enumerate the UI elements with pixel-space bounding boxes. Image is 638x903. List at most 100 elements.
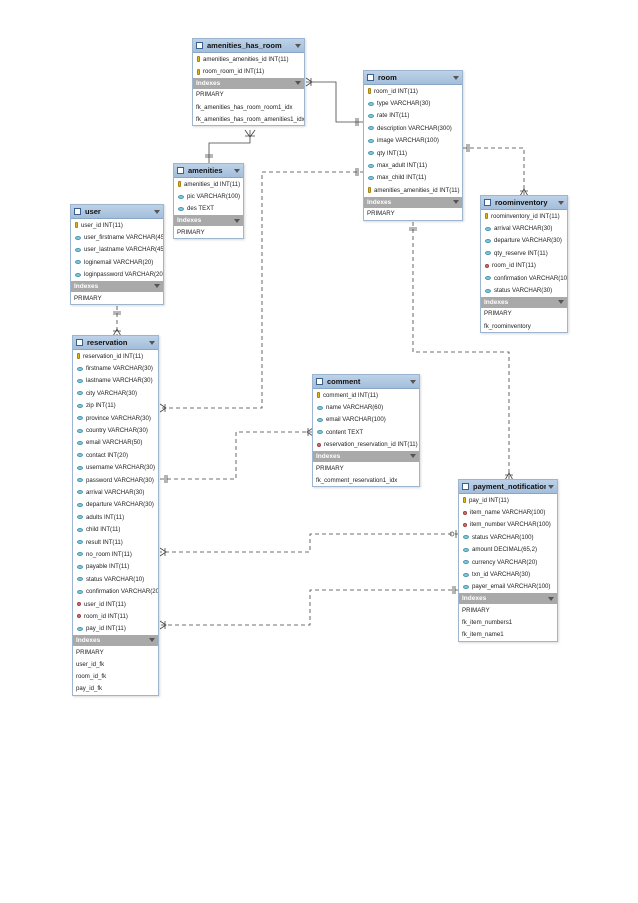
column-row[interactable]: item_number VARCHAR(100) xyxy=(459,519,557,531)
indexes-header[interactable]: Indexes xyxy=(364,196,462,208)
index-row[interactable]: fk_roominventory xyxy=(481,320,567,332)
column-row[interactable]: lastname VARCHAR(30) xyxy=(73,375,158,387)
index-row[interactable]: fk_item_name1 xyxy=(459,629,557,641)
index-row[interactable]: room_id_fk xyxy=(73,670,158,682)
collapse-arrow-icon[interactable] xyxy=(548,596,554,601)
collapse-arrow-icon[interactable] xyxy=(558,300,564,305)
column-row[interactable]: description VARCHAR(300) xyxy=(364,122,462,134)
collapse-arrow-icon[interactable] xyxy=(234,218,240,223)
column-row[interactable]: pay_id INT(11) xyxy=(459,494,557,506)
index-row[interactable]: PRIMARY xyxy=(73,646,158,658)
column-row[interactable]: txn_id VARCHAR(30) xyxy=(459,568,557,580)
column-row[interactable]: pic VARCHAR(100) xyxy=(174,190,243,202)
column-row[interactable]: country VARCHAR(30) xyxy=(73,424,158,436)
index-row[interactable]: fk_amenities_has_room_room1_idx xyxy=(193,101,304,113)
collapse-arrow-icon[interactable] xyxy=(149,340,155,345)
column-row[interactable]: rate INT(11) xyxy=(364,110,462,122)
column-row[interactable]: user_firstname VARCHAR(45) xyxy=(71,231,163,243)
column-row[interactable]: content TEXT xyxy=(313,426,419,438)
column-row[interactable]: room_room_id INT(11) xyxy=(193,65,304,77)
column-row[interactable]: type VARCHAR(30) xyxy=(364,97,462,109)
column-row[interactable]: confirmation VARCHAR(10) xyxy=(481,272,567,284)
column-row[interactable]: adults INT(11) xyxy=(73,511,158,523)
column-row[interactable]: reservation_id INT(11) xyxy=(73,350,158,362)
column-row[interactable]: province VARCHAR(30) xyxy=(73,412,158,424)
index-row[interactable]: PRIMARY xyxy=(364,208,462,220)
column-row[interactable]: confirmation VARCHAR(20) xyxy=(73,585,158,597)
indexes-header[interactable]: Indexes xyxy=(459,593,557,605)
collapse-arrow-icon[interactable] xyxy=(548,484,554,489)
index-row[interactable]: PRIMARY xyxy=(459,604,557,616)
collapse-arrow-icon[interactable] xyxy=(558,200,564,205)
column-row[interactable]: departure VARCHAR(30) xyxy=(73,499,158,511)
column-row[interactable]: item_name VARCHAR(100) xyxy=(459,506,557,518)
table-header[interactable]: payment_notification xyxy=(459,480,557,494)
index-row[interactable]: fk_amenities_has_room_amenities1_idx xyxy=(193,113,304,125)
column-row[interactable]: room_id INT(11) xyxy=(481,260,567,272)
column-row[interactable]: payer_email VARCHAR(100) xyxy=(459,581,557,593)
index-row[interactable]: PRIMARY xyxy=(313,462,419,474)
table-header[interactable]: user xyxy=(71,205,163,219)
index-row[interactable]: PRIMARY xyxy=(193,89,304,101)
column-row[interactable]: currency VARCHAR(20) xyxy=(459,556,557,568)
column-row[interactable]: amenities_amenities_id INT(11) xyxy=(193,53,304,65)
table-header[interactable]: reservation xyxy=(73,336,158,350)
column-row[interactable]: username VARCHAR(30) xyxy=(73,462,158,474)
index-row[interactable]: user_id_fk xyxy=(73,658,158,670)
table-header[interactable]: amenities xyxy=(174,164,243,178)
column-row[interactable]: amount DECIMAL(65,2) xyxy=(459,544,557,556)
column-row[interactable]: roominventory_id INT(11) xyxy=(481,210,567,222)
collapse-arrow-icon[interactable] xyxy=(410,379,416,384)
collapse-arrow-icon[interactable] xyxy=(453,75,459,80)
column-row[interactable]: no_room INT(11) xyxy=(73,548,158,560)
collapse-arrow-icon[interactable] xyxy=(410,454,416,459)
table-header[interactable]: amenities_has_room xyxy=(193,39,304,53)
index-row[interactable]: PRIMARY xyxy=(71,292,163,304)
index-row[interactable]: fk_comment_reservation1_idx xyxy=(313,474,419,486)
column-row[interactable]: email VARCHAR(100) xyxy=(313,414,419,426)
collapse-arrow-icon[interactable] xyxy=(453,200,459,205)
collapse-arrow-icon[interactable] xyxy=(295,43,301,48)
collapse-arrow-icon[interactable] xyxy=(154,209,160,214)
column-row[interactable]: amenities_amenities_id INT(11) xyxy=(364,184,462,196)
column-row[interactable]: name VARCHAR(60) xyxy=(313,401,419,413)
column-row[interactable]: arrival VARCHAR(30) xyxy=(481,222,567,234)
column-row[interactable]: room_id INT(11) xyxy=(73,610,158,622)
column-row[interactable]: firstname VARCHAR(30) xyxy=(73,362,158,374)
column-row[interactable]: max_child INT(11) xyxy=(364,172,462,184)
column-row[interactable]: reservation_reservation_id INT(11) xyxy=(313,439,419,451)
column-row[interactable]: qty_reserve INT(11) xyxy=(481,247,567,259)
indexes-header[interactable]: Indexes xyxy=(73,634,158,646)
column-row[interactable]: comment_id INT(11) xyxy=(313,389,419,401)
column-row[interactable]: loginpassword VARCHAR(20) xyxy=(71,269,163,281)
column-row[interactable]: amenities_id INT(11) xyxy=(174,178,243,190)
column-row[interactable]: city VARCHAR(30) xyxy=(73,387,158,399)
column-row[interactable]: user_lastname VARCHAR(45) xyxy=(71,244,163,256)
collapse-arrow-icon[interactable] xyxy=(149,638,155,643)
column-row[interactable]: result INT(11) xyxy=(73,536,158,548)
column-row[interactable]: departure VARCHAR(30) xyxy=(481,235,567,247)
column-row[interactable]: arrival VARCHAR(30) xyxy=(73,486,158,498)
table-header[interactable]: comment xyxy=(313,375,419,389)
column-row[interactable]: pay_id INT(11) xyxy=(73,623,158,635)
column-row[interactable]: email VARCHAR(50) xyxy=(73,437,158,449)
column-row[interactable]: room_id INT(11) xyxy=(364,85,462,97)
indexes-header[interactable]: Indexes xyxy=(174,215,243,227)
column-row[interactable]: qty INT(11) xyxy=(364,147,462,159)
column-row[interactable]: loginemail VARCHAR(20) xyxy=(71,256,163,268)
column-row[interactable]: des TEXT xyxy=(174,203,243,215)
column-row[interactable]: image VARCHAR(100) xyxy=(364,135,462,147)
column-row[interactable]: status VARCHAR(30) xyxy=(481,284,567,296)
indexes-header[interactable]: Indexes xyxy=(71,280,163,292)
column-row[interactable]: user_id INT(11) xyxy=(71,219,163,231)
column-row[interactable]: child INT(11) xyxy=(73,523,158,535)
column-row[interactable]: max_adult INT(11) xyxy=(364,159,462,171)
table-header[interactable]: roominventory xyxy=(481,196,567,210)
